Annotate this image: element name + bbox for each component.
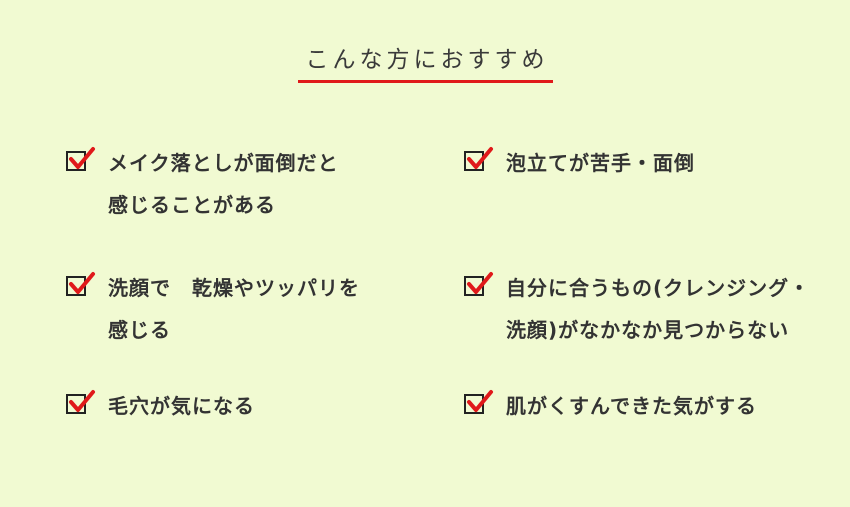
checkbox-checked-icon	[66, 272, 95, 297]
checklist-item: 毛穴が気になる	[66, 385, 255, 427]
checklist-item: 洗顔で 乾燥やツッパリを 感じる	[66, 267, 360, 351]
checkbox-checked-icon	[66, 390, 95, 415]
checklist-item: 肌がくすんできた気がする	[464, 385, 757, 427]
checklist-item-text: メイク落としが面倒だと 感じることがある	[108, 151, 339, 217]
checklist-item: 泡立てが苦手・面倒	[464, 142, 695, 184]
checkbox-checked-icon	[464, 147, 493, 172]
page-title: こんな方におすすめ	[297, 46, 553, 83]
checklist-item-text: 肌がくすんできた気がする	[506, 394, 757, 418]
checklist-item: メイク落としが面倒だと 感じることがある	[66, 142, 339, 226]
heading-section: こんな方におすすめ	[0, 46, 850, 83]
checkbox-checked-icon	[464, 272, 493, 297]
checkbox-checked-icon	[464, 390, 493, 415]
checklist-item-text: 自分に合うもの(クレンジング・ 洗顔)がなかなか見つからない	[506, 276, 811, 342]
checkbox-checked-icon	[66, 147, 95, 172]
checklist-item-text: 洗顔で 乾燥やツッパリを 感じる	[108, 276, 360, 342]
checklist-item-text: 毛穴が気になる	[108, 394, 255, 418]
checklist-item-text: 泡立てが苦手・面倒	[506, 151, 695, 175]
checklist-item: 自分に合うもの(クレンジング・ 洗顔)がなかなか見つからない	[464, 267, 810, 351]
